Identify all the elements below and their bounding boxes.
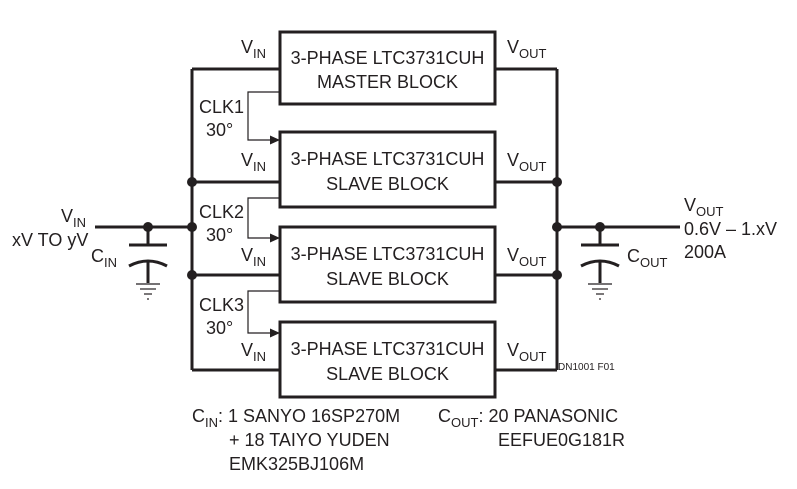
vout-pin-label: VOUT [507,37,547,61]
clock-phase: 30° [206,120,233,140]
block-box [278,225,497,304]
vout-pin-label: VOUT [507,245,547,269]
clk3-arrowhead [270,328,280,338]
vout-pin-label: VOUT [507,150,547,174]
cout-note: COUT: 20 PANASONIC EEFUE0G181R [438,406,625,450]
junction-dot [552,222,562,232]
block-title: 3-PHASE LTC3731CUH [291,244,485,264]
vin-pin-label: VIN [241,150,266,174]
slave-block-1: 3-PHASE LTC3731CUH SLAVE BLOCK VIN VOUT [241,130,547,209]
block-box [278,130,497,209]
wires [95,67,680,372]
vin-pin-label: VIN [241,245,266,269]
cout-label: COUT [627,246,668,270]
junction-dot [187,270,197,280]
block-subtitle: SLAVE BLOCK [326,364,449,384]
clk1-label: CLK1 30° [199,97,244,140]
cin-capacitor [128,227,168,283]
junction-dot [552,177,562,187]
block-subtitle: SLAVE BLOCK [326,174,449,194]
block-subtitle: MASTER BLOCK [317,72,458,92]
cin-note-line3: EMK325BJ106M [229,454,364,474]
vin-pin-label: VIN [241,37,266,61]
vin-input-label: VIN [61,206,86,230]
clock-name: CLK1 [199,97,244,117]
clk3-label: CLK3 30° [199,295,244,338]
clk2-arrow-line [247,197,280,239]
figure-id: DN1001 F01 [558,362,615,373]
cin-plate-bottom [128,259,168,268]
clk2-label: CLK2 30° [199,202,244,245]
block-box [278,30,497,106]
junction-dot [187,222,197,232]
block-title: 3-PHASE LTC3731CUH [291,339,485,359]
vout-current-label: 200A [684,242,726,262]
cout-capacitor [580,227,620,283]
vin-range-label: xV TO yV [12,230,88,250]
master-block: 3-PHASE LTC3731CUH MASTER BLOCK VIN VOUT [241,30,547,106]
block-title: 3-PHASE LTC3731CUH [291,48,485,68]
clk2-arrowhead [270,233,280,243]
clock-phase: 30° [206,225,233,245]
cin-note: CIN: 1 SANYO 16SP270M + 18 TAIYO YUDEN E… [192,406,400,474]
cout-note-line2: EEFUE0G181R [498,430,625,450]
cout-note-line1: COUT: 20 PANASONIC [438,406,618,430]
ground-icon [136,283,160,300]
clk1-arrowhead [270,135,280,145]
junction-dot [187,177,197,187]
block-title: 3-PHASE LTC3731CUH [291,149,485,169]
cin-note-line1: CIN: 1 SANYO 16SP270M [192,406,400,430]
vout-range-label: 0.6V – 1.xV [684,219,777,239]
vout-pin-label: VOUT [507,340,547,364]
vout-output-label: VOUT [684,195,724,219]
clk3-arrow-line [247,290,280,334]
clock-name: CLK2 [199,202,244,222]
vin-pin-label: VIN [241,340,266,364]
ground-icon [588,283,612,300]
clk1-arrow-line [247,91,280,141]
junction-dot [552,270,562,280]
block-box [278,320,497,399]
clock-name: CLK3 [199,295,244,315]
block-subtitle: SLAVE BLOCK [326,269,449,289]
clock-phase: 30° [206,318,233,338]
slave-block-3: 3-PHASE LTC3731CUH SLAVE BLOCK VIN VOUT [241,320,547,399]
cout-plate-bottom [580,259,620,268]
cin-label: CIN [91,246,117,270]
slave-block-2: 3-PHASE LTC3731CUH SLAVE BLOCK VIN VOUT [241,225,547,304]
cin-note-line2: + 18 TAIYO YUDEN [229,430,390,450]
